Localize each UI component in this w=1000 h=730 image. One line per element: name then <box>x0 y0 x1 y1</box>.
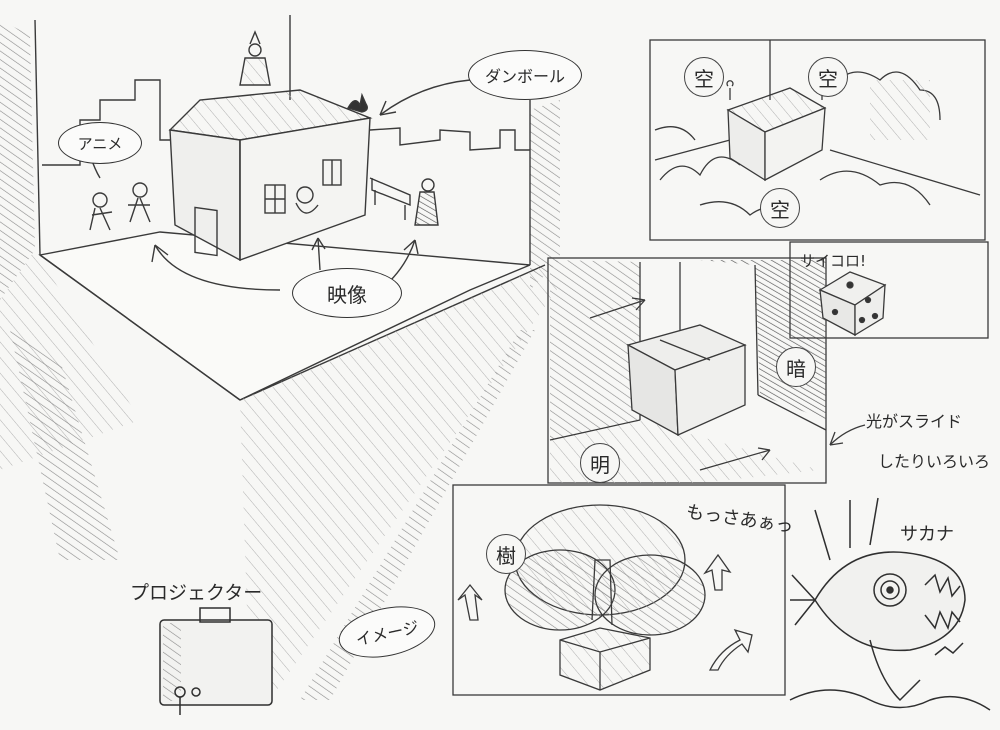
projector-label: プロジェクター <box>130 582 263 604</box>
light-slide-line1: 光がスライド <box>866 412 963 431</box>
dark-kanji: 暗 <box>776 347 816 387</box>
sweep-shading <box>240 265 560 700</box>
sky-kanji-bottom: 空 <box>760 188 800 228</box>
dice-label: サイコロ! <box>800 252 867 270</box>
image-text: イメージ <box>354 617 421 650</box>
bright-kanji: 明 <box>580 443 620 483</box>
projector-drawing <box>159 607 273 715</box>
light-slide-line2: したりいろいろ <box>878 452 991 471</box>
anime-text: アニメ <box>77 134 123 153</box>
dice-panel <box>789 241 989 339</box>
fish-drawing <box>789 497 991 711</box>
sky-kanji-left: 空 <box>684 57 724 97</box>
tree-panel <box>452 484 786 696</box>
anime-label: アニメ <box>58 122 142 164</box>
sky-kanji-right: 空 <box>808 57 848 97</box>
tree-kanji: 樹 <box>486 534 526 574</box>
cardboard-label: ダンボール <box>468 50 582 100</box>
video-label: 映像 <box>292 268 402 318</box>
sky-panel <box>649 39 986 241</box>
video-text: 映像 <box>327 282 367 307</box>
cardboard-text: ダンボール <box>484 67 565 86</box>
fish-label: サカナ <box>900 524 954 545</box>
